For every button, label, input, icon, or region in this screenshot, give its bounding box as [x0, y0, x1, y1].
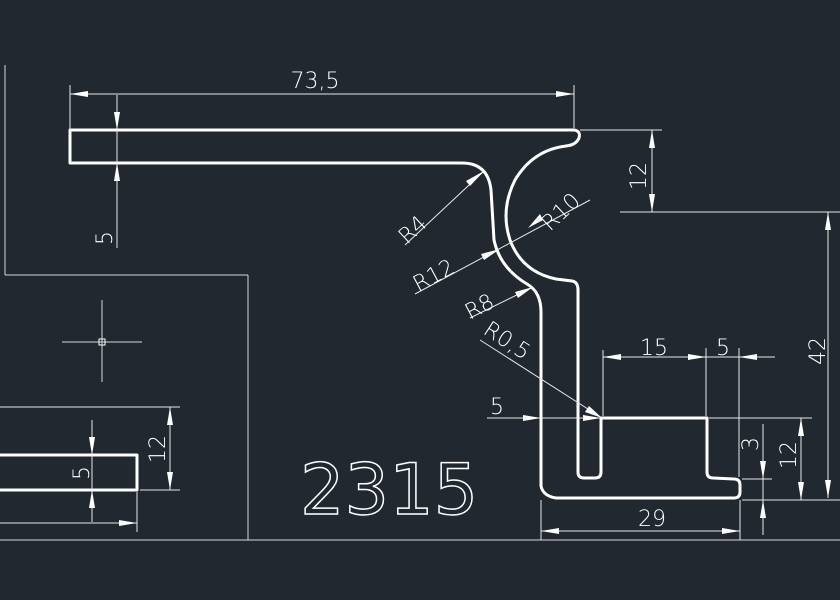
dim-base-width: 29 [638, 507, 666, 532]
detail-dim-height: 12 [146, 435, 171, 463]
dim-slot-width: 5 [490, 395, 504, 420]
dim-top-thickness: 5 [93, 231, 118, 245]
dim-r12: R12 [409, 255, 459, 297]
profile-outline [68, 128, 742, 500]
dimension-lines [0, 85, 840, 540]
dim-total-height: 42 [806, 337, 831, 365]
frame-lines [0, 65, 840, 541]
dim-r10: R10 [537, 189, 586, 237]
dim-r05: R0,5 [479, 317, 535, 365]
dim-r4: R4 [394, 211, 432, 249]
dim-head-height: 12 [627, 162, 652, 190]
dim-overall-width: 73,5 [291, 69, 340, 94]
detail-dim-thickness: 5 [70, 466, 95, 480]
dim-foot-height: 12 [777, 441, 802, 469]
crosshair-cursor [62, 300, 142, 382]
detail-profile [0, 453, 139, 492]
part-number-label: 2315 [300, 449, 478, 531]
dim-step-width: 5 [716, 336, 730, 361]
dim-flange-length: 15 [640, 336, 668, 361]
dim-step-height: 3 [739, 437, 764, 451]
